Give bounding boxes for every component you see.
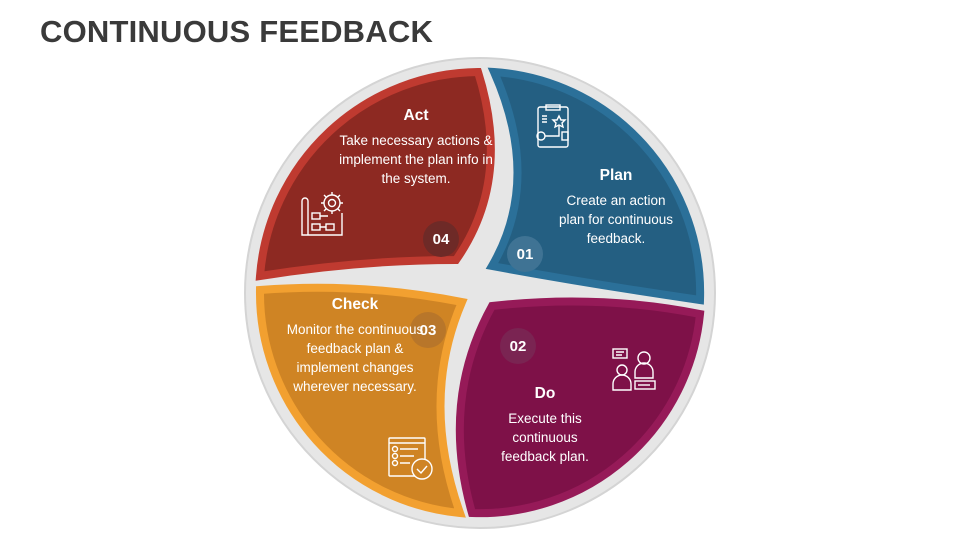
check-description: Monitor the continuous feedback plan & i… bbox=[286, 322, 424, 394]
clipboard-plan-icon bbox=[536, 104, 569, 148]
blueprint-gear-icon bbox=[301, 192, 343, 236]
checklist-icon bbox=[388, 437, 433, 480]
step-number: 04 bbox=[432, 230, 450, 248]
step-number: 01 bbox=[516, 245, 534, 263]
act-description: Take necessary actions & implement the p… bbox=[339, 133, 493, 186]
act-heading: Act bbox=[403, 107, 429, 124]
act-text-block: Act Take necessary actions & implement t… bbox=[336, 106, 496, 188]
people-discussion-icon bbox=[612, 348, 656, 391]
do-heading: Do bbox=[534, 385, 556, 402]
plan-text-block: Plan Create an action plan for continuou… bbox=[556, 166, 676, 248]
check-text-block: Check Monitor the continuous feedback pl… bbox=[285, 295, 425, 396]
segment-plan bbox=[485, 67, 705, 305]
plan-heading: Plan bbox=[599, 167, 633, 184]
do-description: Execute this continuous feedback plan. bbox=[501, 411, 589, 464]
plan-description: Create an action plan for continuous fee… bbox=[558, 193, 674, 246]
do-text-block: Do Execute this continuous feedback plan… bbox=[490, 384, 600, 466]
step-badge-02: 02 bbox=[492, 320, 544, 372]
step-number: 02 bbox=[509, 337, 527, 355]
check-heading: Check bbox=[331, 296, 379, 313]
step-number: 03 bbox=[419, 321, 437, 339]
step-badge-01: 01 bbox=[499, 228, 551, 280]
page-title: CONTINUOUS FEEDBACK bbox=[40, 14, 434, 49]
step-badge-04: 04 bbox=[415, 213, 467, 265]
